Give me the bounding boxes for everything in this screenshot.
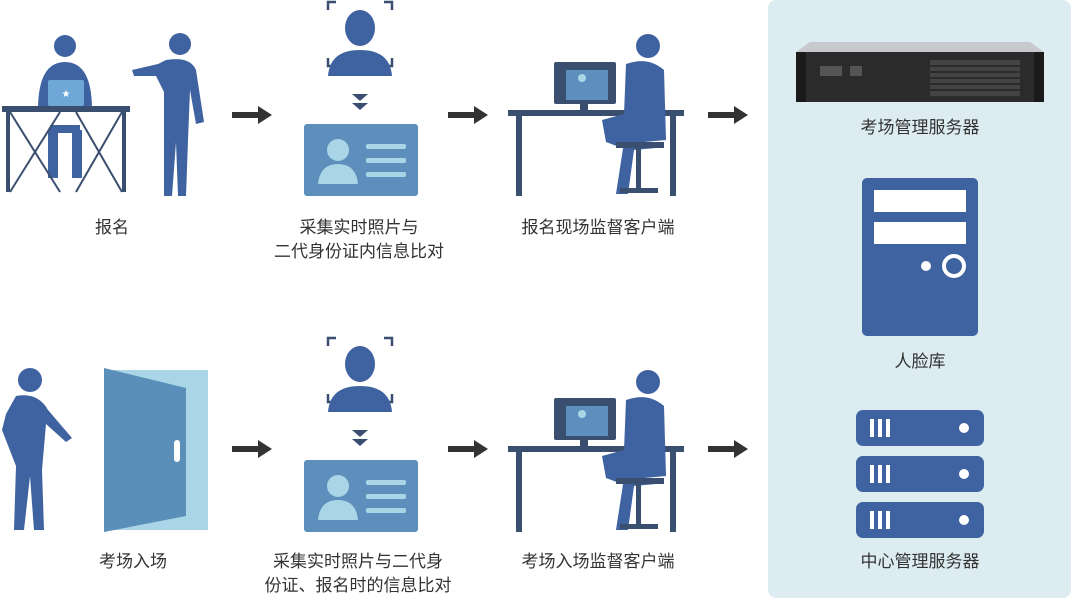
- step-entrance-label: 考场入场: [99, 552, 167, 572]
- center-server-icon: [856, 410, 984, 538]
- step-register-label: 报名: [95, 218, 129, 238]
- arrow-right-icon: [708, 106, 748, 124]
- step-compare-label-line2: 份证、报名时的信息比对: [264, 576, 452, 596]
- face-capture-icon: [304, 336, 418, 532]
- center-server-label: 中心管理服务器: [860, 552, 980, 572]
- rack-server-icon: [796, 42, 1044, 102]
- step-compare-label-line1: 采集实时照片与二代身: [273, 552, 443, 572]
- arrow-right-icon: [232, 440, 272, 458]
- step-monitor-label: 考场入场监督客户端: [521, 552, 675, 572]
- step-monitor-label: 报名现场监督客户端: [521, 218, 675, 238]
- exam-server-label: 考场管理服务器: [860, 118, 980, 138]
- face-capture-icon: [304, 0, 418, 196]
- monitor-client-icon: [508, 34, 684, 196]
- arrow-right-icon: [708, 440, 748, 458]
- arrow-right-icon: [448, 440, 488, 458]
- face-database-label: 人脸库: [894, 352, 946, 372]
- exam-entrance-scene-icon: [2, 368, 208, 532]
- arrow-right-icon: [448, 106, 488, 124]
- step-compare-label-line2: 二代身份证内信息比对: [274, 242, 444, 262]
- monitor-client-icon: [508, 370, 684, 532]
- step-compare-label-line1: 采集实时照片与: [299, 218, 419, 238]
- registration-scene-icon: ★: [2, 33, 204, 196]
- face-database-icon: [862, 178, 978, 336]
- svg-text:★: ★: [62, 89, 71, 100]
- arrow-right-icon: [232, 106, 272, 124]
